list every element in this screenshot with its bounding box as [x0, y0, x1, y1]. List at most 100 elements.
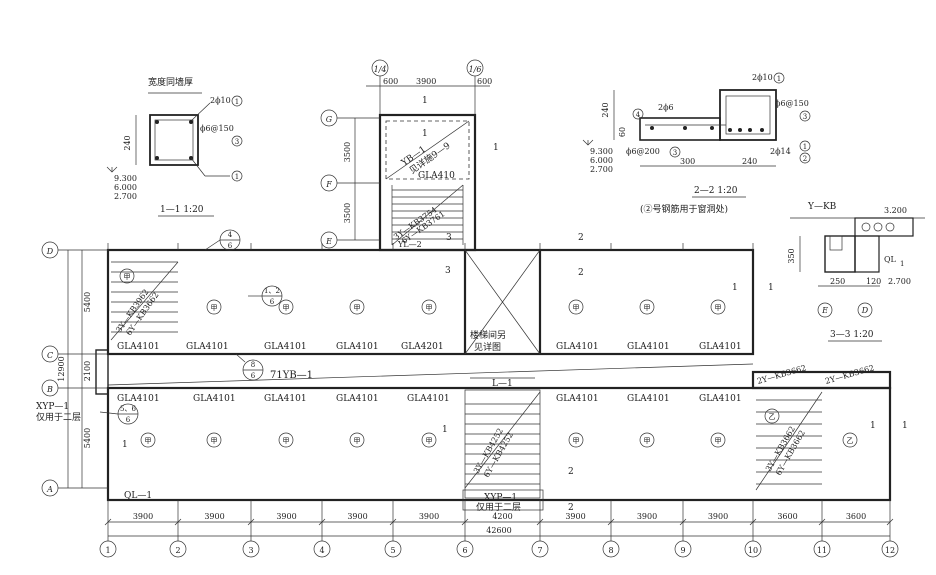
axis-label-10: 10	[748, 546, 758, 555]
dim-tick-7	[607, 518, 615, 526]
axis-bubble-10	[744, 540, 762, 558]
circ-86-bot: 6	[251, 372, 256, 380]
room-top-7	[710, 299, 726, 315]
circ-566-top: 5、6	[120, 405, 136, 413]
sec11-n1: 1	[235, 98, 239, 106]
stair-mark-1: 1	[422, 96, 428, 106]
room-top-label-1: 甲	[211, 304, 218, 312]
axis-label-12: 12	[885, 546, 895, 555]
circ-126-bot: 6	[270, 298, 275, 306]
stair-yl: YL—2	[397, 240, 422, 249]
room-bot-label-9: 乙	[847, 437, 854, 445]
room-bot-label-5: 甲	[573, 437, 580, 445]
sec22-dim-300: 300	[680, 157, 695, 166]
sec22-bar-top: 2ϕ10	[752, 73, 773, 82]
axis-bubble-1	[99, 540, 117, 558]
sec33-dim-120: 120	[866, 277, 881, 286]
sec-mark-9: 1	[768, 283, 774, 293]
sec33-axis-d: D	[861, 306, 869, 315]
stair-note-1: 楼梯间另	[470, 329, 506, 341]
sec33-ql: QL	[884, 255, 897, 264]
axis-label-4: 4	[319, 546, 324, 555]
l1-label: L—1	[492, 379, 513, 389]
dim-bottom-6: 3900	[565, 512, 585, 521]
dim-left-2: 5400	[83, 428, 92, 448]
sec22-lv1: 9.300	[590, 147, 613, 156]
axis-label-7: 7	[537, 546, 542, 555]
yb71-label: 71YB—1	[270, 370, 313, 381]
room-top-4	[421, 299, 437, 315]
axis-label-11: 11	[817, 546, 827, 555]
sec22-lv3: 2.700	[590, 165, 613, 174]
ql1-label: QL—1	[124, 491, 152, 501]
stair-d3900: 3900	[416, 77, 436, 86]
axis-bubble-8	[602, 540, 620, 558]
dim-bottom-8: 3900	[708, 512, 728, 521]
sec11-dim-240: 240	[123, 135, 132, 150]
main-plan	[95, 248, 892, 511]
sec11-bar-top: 2ϕ10	[210, 96, 231, 105]
sec11-lv2: 6.000	[114, 183, 137, 192]
axis-bubble-5	[384, 540, 402, 558]
plan-annotations: 楼梯间另 见详图 3Y—KB3962 6Y—KB3662 3Y—KB4252 6…	[36, 229, 908, 513]
section-2-2: 240 60 2ϕ10 1 ϕ6@150 3 4 2ϕ6 ϕ6@200 3 2ϕ…	[582, 72, 811, 215]
stair-d600b: 600	[477, 77, 492, 86]
room-bot-0	[140, 432, 156, 448]
gla-top-4: GLA4201	[401, 342, 444, 352]
dim-bottom-3: 3900	[347, 512, 367, 521]
gla-bot-3: GLA4101	[336, 394, 379, 404]
circ-126-top: 1、2	[264, 287, 280, 295]
sec-mark-7: 2	[568, 503, 574, 513]
gla-bot-4: GLA4101	[407, 394, 450, 404]
room-bot-label-3: 甲	[354, 437, 361, 445]
axis-label-5: 5	[390, 546, 395, 555]
sec22-dim-240b: 240	[742, 157, 757, 166]
dim-tick-10	[818, 518, 826, 526]
dim-bottom-9: 3600	[777, 512, 797, 521]
room-bot-1	[206, 432, 222, 448]
stair-d600a: 600	[383, 77, 398, 86]
stair-gla: GLA410	[418, 171, 455, 181]
sec22-caption: 2—2 1:20	[694, 186, 738, 196]
sec11-title: 宽度同墙厚	[148, 76, 193, 88]
kb-rtop-2: 2Y—KB3662	[824, 363, 875, 386]
room-top-label-7: 甲	[715, 304, 722, 312]
dim-left-1: 2100	[83, 361, 92, 381]
stair-axis-f: F	[325, 180, 332, 189]
axis-bubble-3	[242, 540, 260, 558]
sec-mark-3: 1	[732, 283, 738, 293]
dim-tick-5	[461, 518, 469, 526]
sec22-n1b: 1	[803, 143, 807, 151]
gla-top-5: GLA4101	[556, 342, 599, 352]
gla-top-0: GLA4101	[117, 342, 160, 352]
sec22-n2: 2	[803, 155, 807, 163]
dim-tick-end	[886, 518, 894, 526]
sec22-n3: 3	[803, 113, 807, 121]
sec33-label: Y—KB	[807, 202, 837, 212]
sec22-stir2: ϕ6@200	[626, 147, 660, 156]
sec33-caption: 3—3 1:20	[830, 330, 874, 340]
sec22-lv2: 6.000	[590, 156, 613, 165]
axis-bubble-11	[813, 540, 831, 558]
axis-bubble-12	[881, 540, 899, 558]
stair-top-axis-1: 1/4	[374, 65, 387, 74]
circ-46-top: 4	[228, 231, 233, 239]
stair-d3500a: 3500	[343, 142, 352, 162]
axis-label-3: 3	[248, 546, 253, 555]
dim-bottom-4: 3900	[419, 512, 439, 521]
room-bot-6	[639, 432, 655, 448]
axis-label-2: 2	[175, 546, 180, 555]
dim-tick-8	[679, 518, 687, 526]
dim-left-0: 5400	[83, 292, 92, 312]
axis-bubble-4	[313, 540, 331, 558]
xyp-bot-2: 仅用于二层	[476, 501, 521, 513]
room-top-5	[568, 299, 584, 315]
sec-mark-0: 1	[122, 440, 128, 450]
dim-tick-9	[749, 518, 757, 526]
gla-top-6: GLA4101	[627, 342, 670, 352]
sec33-elev-bot: 2.700	[888, 277, 911, 286]
room-bot-9	[842, 432, 858, 448]
sec11-caption: 1—1 1:20	[160, 205, 204, 215]
gla-top-7: GLA4101	[699, 342, 742, 352]
